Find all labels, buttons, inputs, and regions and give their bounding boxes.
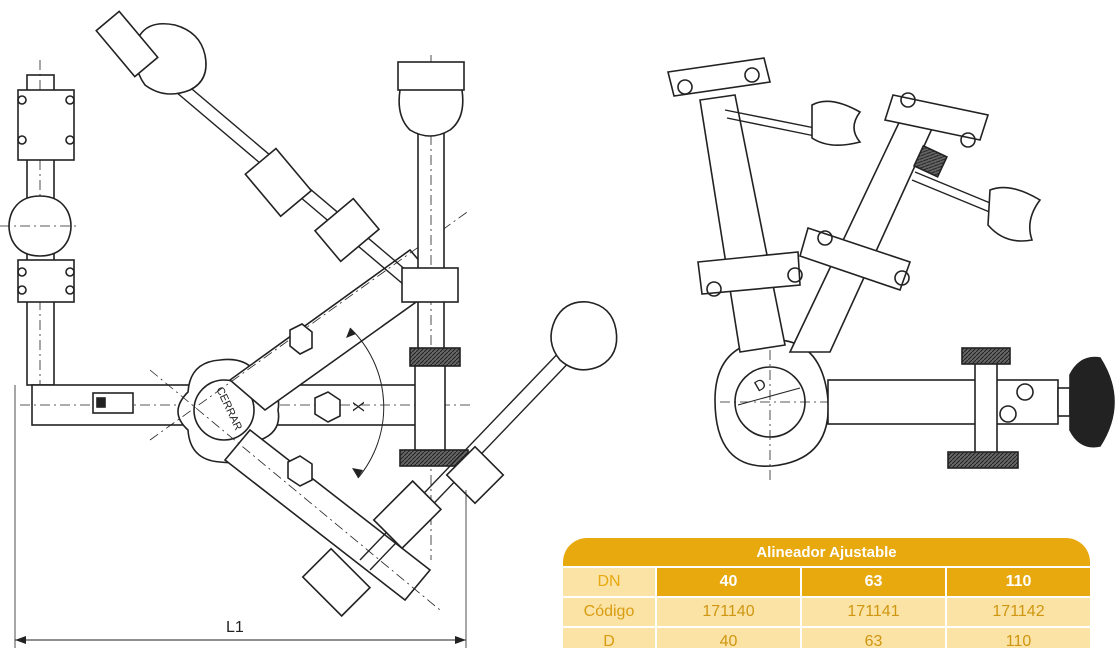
dimension-x: X [351, 401, 368, 412]
table-cell: 40 [657, 568, 800, 596]
table-cell: 110 [947, 628, 1090, 648]
table-cell: 171142 [947, 598, 1090, 626]
front-view-drawing: D [667, 57, 1115, 480]
table-cell: 63 [802, 628, 945, 648]
row-label: D [563, 628, 655, 648]
top-view-drawing: CERRAR [0, 10, 618, 648]
spec-table: Alineador Ajustable DN 40 63 110 Código … [563, 538, 1090, 648]
table-cell: 171141 [802, 598, 945, 626]
table-cell: 63 [802, 568, 945, 596]
table-row-dn: DN 40 63 110 [563, 568, 1090, 596]
table-cell: 40 [657, 628, 800, 648]
row-label: DN [563, 568, 655, 596]
dimension-l1: L1 [226, 619, 244, 636]
table-cell: 171140 [657, 598, 800, 626]
table-title: Alineador Ajustable [563, 538, 1090, 566]
table-row-codigo: Código 171140 171141 171142 [563, 598, 1090, 626]
table-row-d: D 40 63 110 [563, 628, 1090, 648]
table-cell: 110 [947, 568, 1090, 596]
row-label: Código [563, 598, 655, 626]
